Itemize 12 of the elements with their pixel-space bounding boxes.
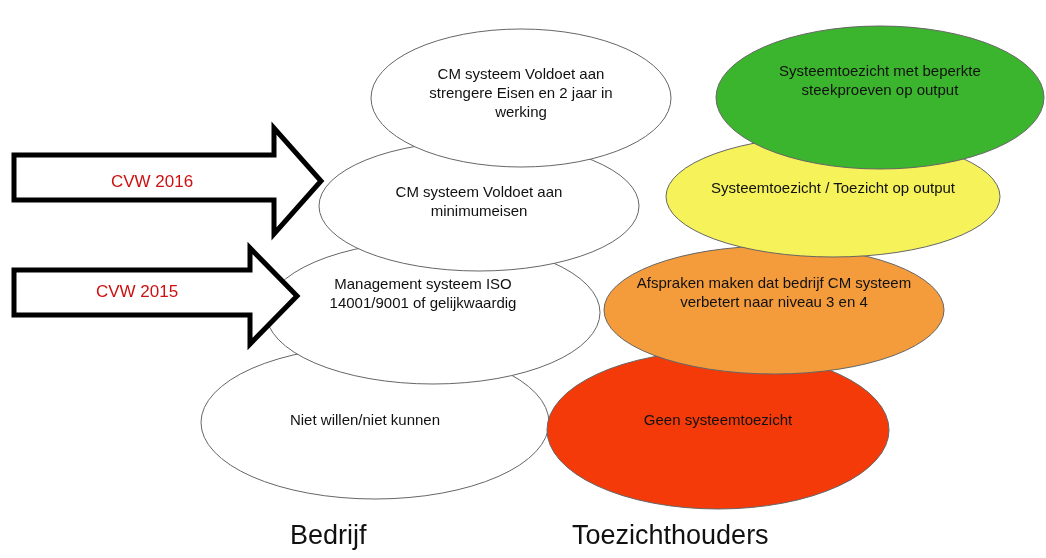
level-text: CM systeem Voldoet aan strengere Eisen en 2 jaar in werking	[428, 64, 614, 121]
level-text: Geen systeemtoezicht	[642, 410, 794, 429]
level-text: Management systeem ISO 14001/9001 of gelijkwaardig	[328, 274, 518, 312]
arrow-label: CVW 2016	[109, 172, 195, 191]
level-text: Niet willen/niet kunnen	[288, 410, 442, 429]
arrow-label: CVW 2015	[94, 282, 180, 301]
column-heading: Bedrijf	[290, 520, 367, 551]
column-heading: Toezichthouders	[572, 520, 769, 551]
level-text: CM systeem Voldoet aan minimumeisen	[394, 182, 564, 220]
level-text: Afspraken maken dat bedrijf CM systeem verbetert naar niveau 3 en 4	[635, 273, 913, 311]
level-text: Systeemtoezicht / Toezicht op output	[710, 178, 956, 197]
level-text: Systeemtoezicht met beperkte steekproeven op output	[778, 61, 982, 99]
